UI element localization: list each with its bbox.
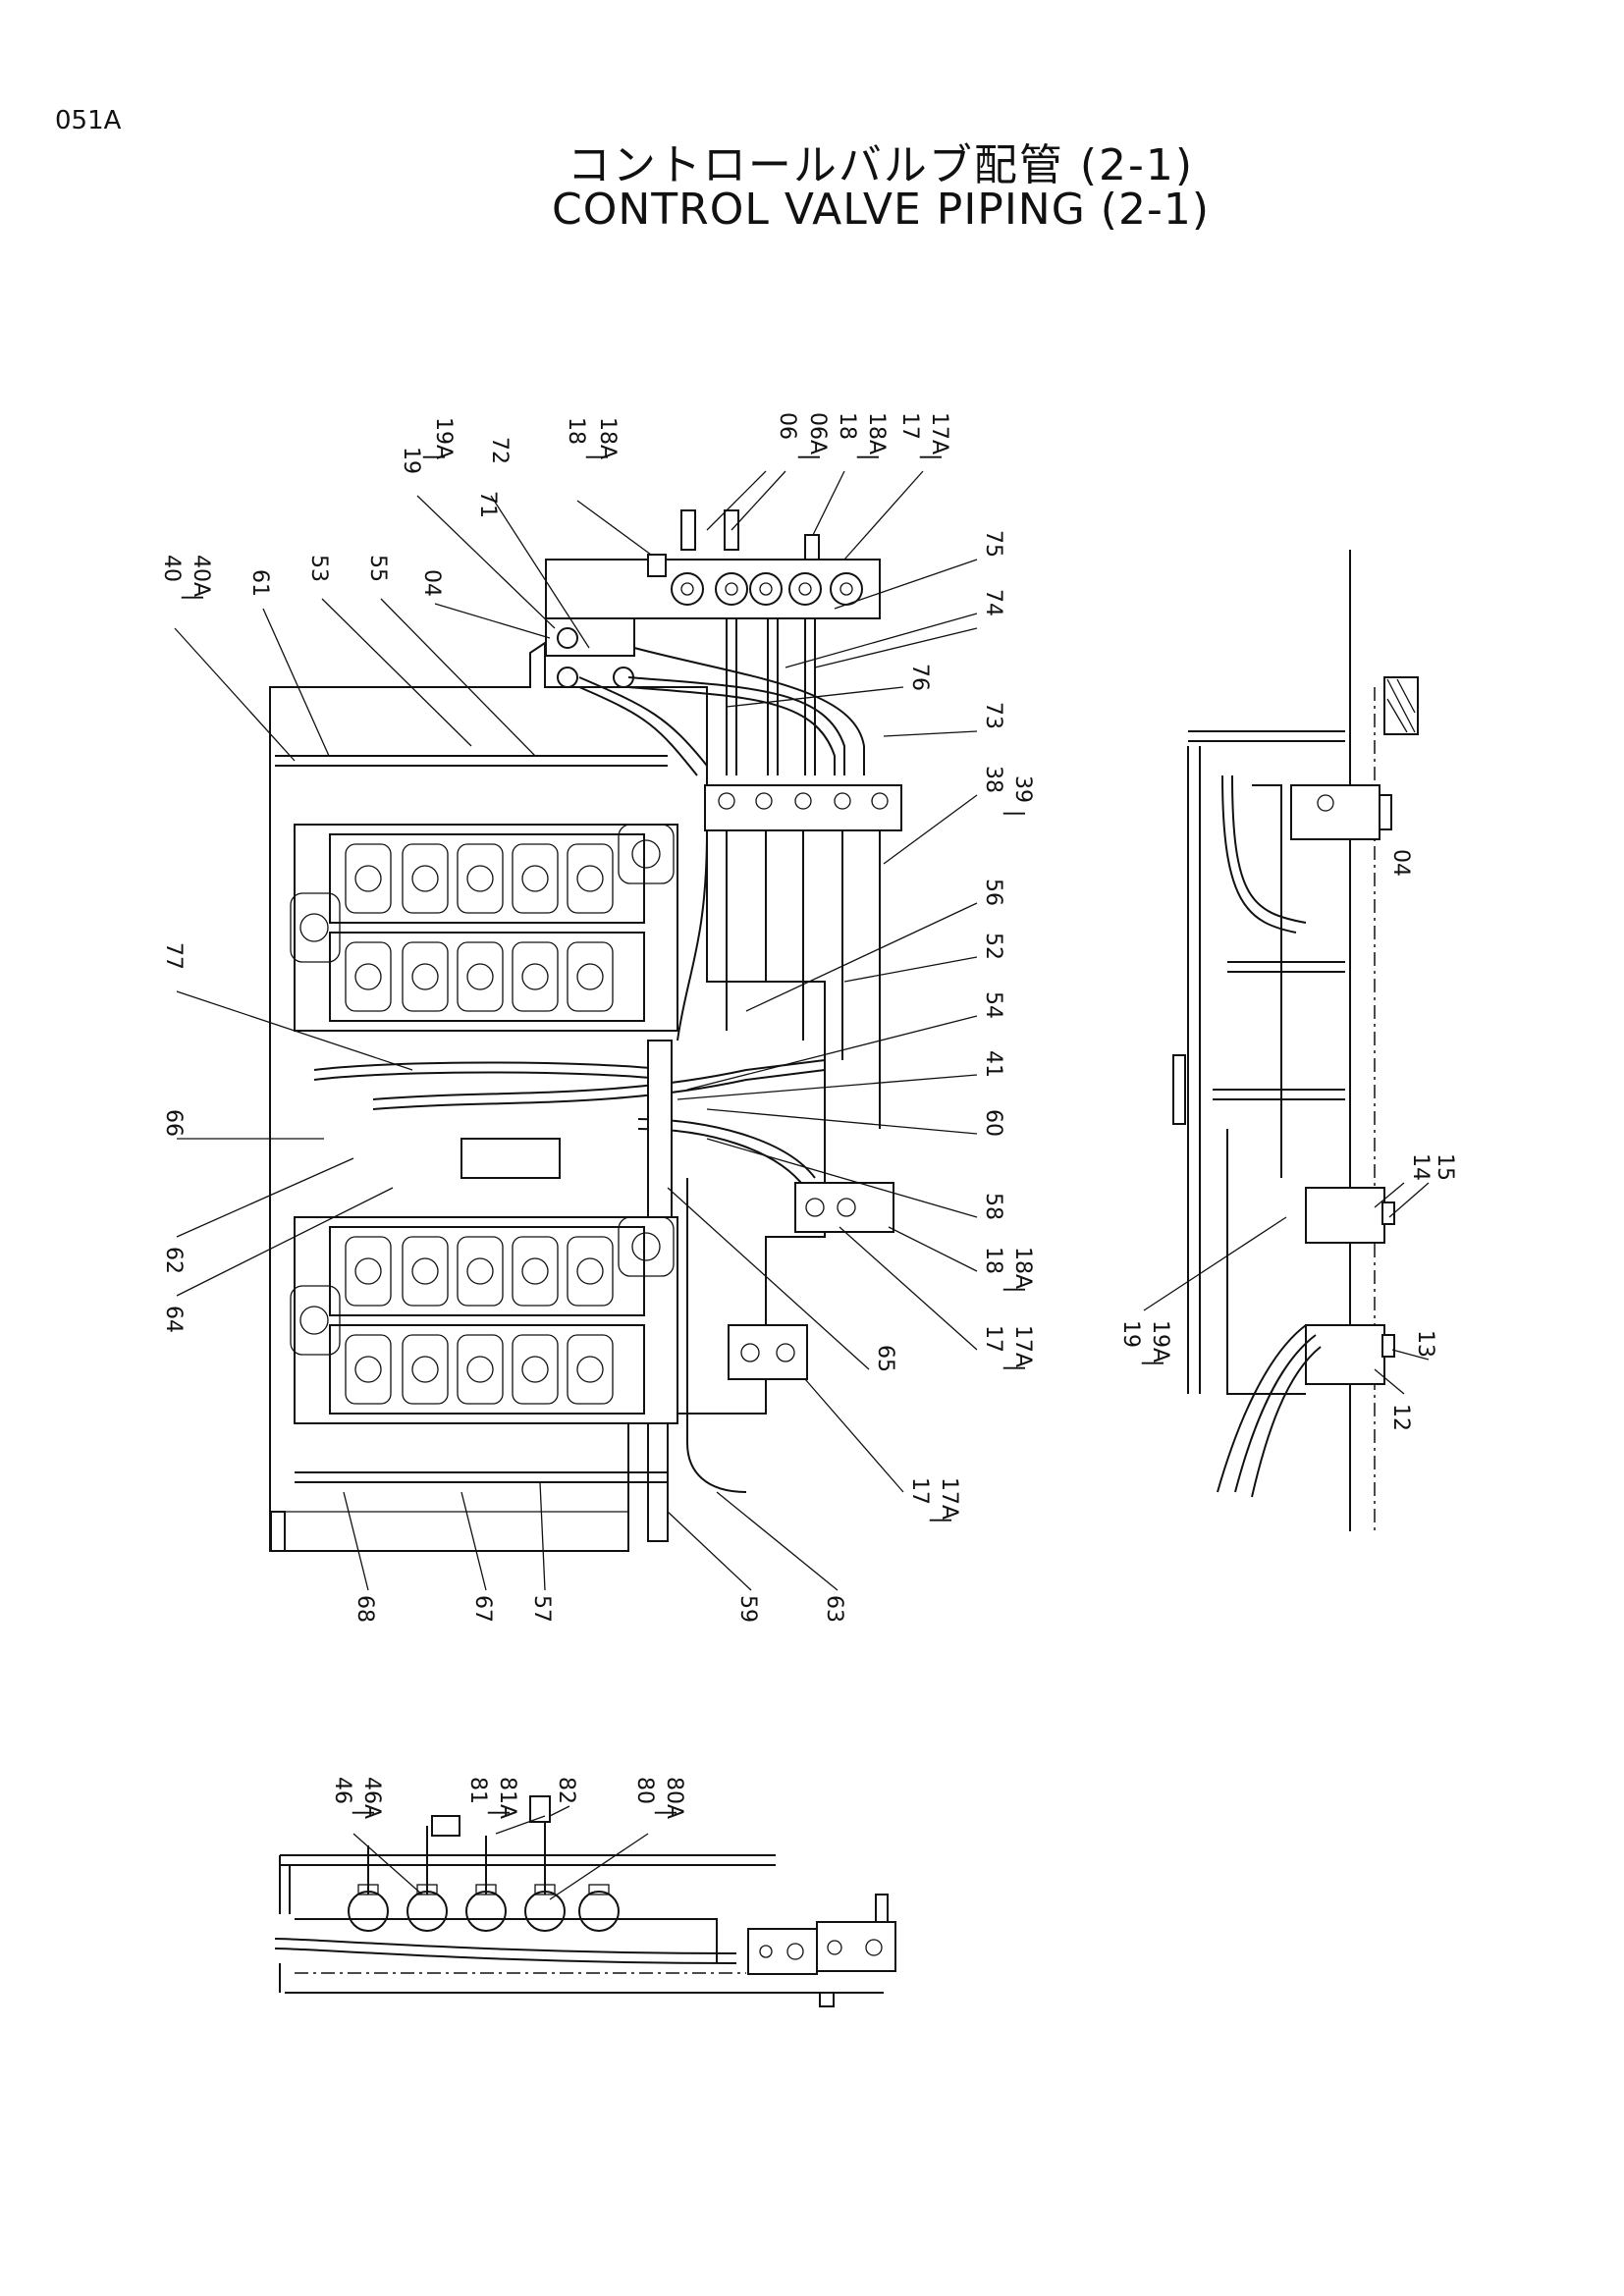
callout-82: 82 <box>554 1777 578 1804</box>
upper-control-valve <box>290 824 678 1032</box>
callout-80: 80 <box>632 1777 657 1804</box>
title-english: CONTROL VALVE PIPING (2-1) <box>551 185 1210 235</box>
callout-dash: | <box>797 454 822 460</box>
callout-18: 18 <box>835 412 859 440</box>
callout-59: 59 <box>735 1595 760 1623</box>
callout-17: 17 <box>907 1477 932 1505</box>
callout-18: 18 <box>564 417 588 445</box>
callout-18A: 18A <box>864 412 889 454</box>
callout-dash: | <box>181 594 205 601</box>
callout-68: 68 <box>352 1595 377 1623</box>
callout-77: 77 <box>161 942 186 970</box>
callout-17A: 17A <box>927 412 951 454</box>
callout-64: 64 <box>161 1306 186 1333</box>
callout-12: 12 <box>1388 1404 1413 1431</box>
callout-19: 19 <box>1118 1320 1143 1348</box>
callout-71: 71 <box>475 491 500 518</box>
callout-46A: 46A <box>359 1777 384 1819</box>
callout-dash: | <box>1141 1360 1165 1366</box>
callout-18A: 18A <box>595 417 620 459</box>
callout-06A: 06A <box>805 412 830 454</box>
callout-17A: 17A <box>1010 1325 1035 1367</box>
callout-06: 06 <box>775 412 799 440</box>
callout-40A: 40A <box>189 555 213 597</box>
callout-19A: 19A <box>431 417 456 459</box>
main-view-callouts: 19 | 19A 72 18 | 18A 06 | 06A 18 | 18A 1… <box>159 412 1035 1623</box>
callout-81: 81 <box>465 1777 490 1804</box>
callout-dash: | <box>352 1809 376 1816</box>
side-view-callouts: 04 14 15 19 | 19A 12 13 <box>1118 849 1457 1431</box>
callout-17: 17 <box>897 412 922 440</box>
callout-73: 73 <box>981 702 1005 729</box>
callout-58: 58 <box>981 1193 1005 1220</box>
callout-40: 40 <box>159 555 184 582</box>
callout-72: 72 <box>487 437 512 464</box>
callout-dash: | <box>422 454 447 460</box>
page-code: 051A <box>55 106 122 135</box>
callout-18: 18 <box>981 1247 1005 1274</box>
callout-dash: | <box>487 1809 512 1816</box>
callout-18A: 18A <box>1010 1247 1035 1289</box>
callout-38: 38 <box>981 766 1005 793</box>
callout-dash: | <box>585 454 610 460</box>
callout-19A: 19A <box>1148 1320 1172 1362</box>
main-view <box>269 509 902 1552</box>
callout-74: 74 <box>981 589 1005 616</box>
callout-15: 15 <box>1433 1153 1457 1181</box>
callout-81A: 81A <box>495 1777 519 1819</box>
callout-61: 61 <box>247 569 272 597</box>
title-japanese: コントロールバルブ配管 (2-1) <box>567 140 1195 190</box>
callout-54: 54 <box>981 991 1005 1019</box>
callout-17A: 17A <box>937 1477 961 1520</box>
callout-46: 46 <box>330 1777 354 1804</box>
callout-39: 39 <box>1010 775 1035 803</box>
callout-14: 14 <box>1408 1153 1433 1181</box>
lower-control-valve <box>290 1216 678 1424</box>
pilot-manifold <box>545 509 881 688</box>
callout-dash: | <box>654 1809 678 1816</box>
callout-dash: | <box>1002 810 1027 817</box>
callout-57: 57 <box>529 1595 554 1623</box>
callout-67: 67 <box>470 1595 495 1623</box>
callout-53: 53 <box>306 555 331 582</box>
callout-19: 19 <box>399 447 423 474</box>
callout-dash: | <box>1002 1286 1027 1293</box>
side-view <box>1172 550 1419 1531</box>
callout-63: 63 <box>822 1595 846 1623</box>
callout-65: 65 <box>873 1345 897 1372</box>
callout-41: 41 <box>981 1050 1005 1078</box>
callout-04: 04 <box>1388 849 1413 877</box>
callout-76: 76 <box>907 664 932 691</box>
callout-dash: | <box>1002 1364 1027 1371</box>
callout-dash: | <box>856 454 881 460</box>
callout-75: 75 <box>981 530 1005 558</box>
callout-55: 55 <box>365 555 390 582</box>
callout-66: 66 <box>161 1109 186 1137</box>
callout-60: 60 <box>981 1109 1005 1137</box>
bottom-view-callouts: 46 | 46A 81 | 81A 82 80 | 80A <box>330 1777 686 1900</box>
bottom-view <box>274 1795 896 2007</box>
callout-17: 17 <box>981 1325 1005 1353</box>
callout-52: 52 <box>981 933 1005 960</box>
callout-dash: | <box>929 1517 953 1523</box>
callout-dash: | <box>919 454 944 460</box>
callout-80A: 80A <box>662 1777 686 1819</box>
callout-13: 13 <box>1413 1330 1437 1358</box>
callout-04: 04 <box>419 569 444 597</box>
callout-62: 62 <box>161 1247 186 1274</box>
callout-56: 56 <box>981 879 1005 906</box>
distribution-block <box>677 784 902 1129</box>
